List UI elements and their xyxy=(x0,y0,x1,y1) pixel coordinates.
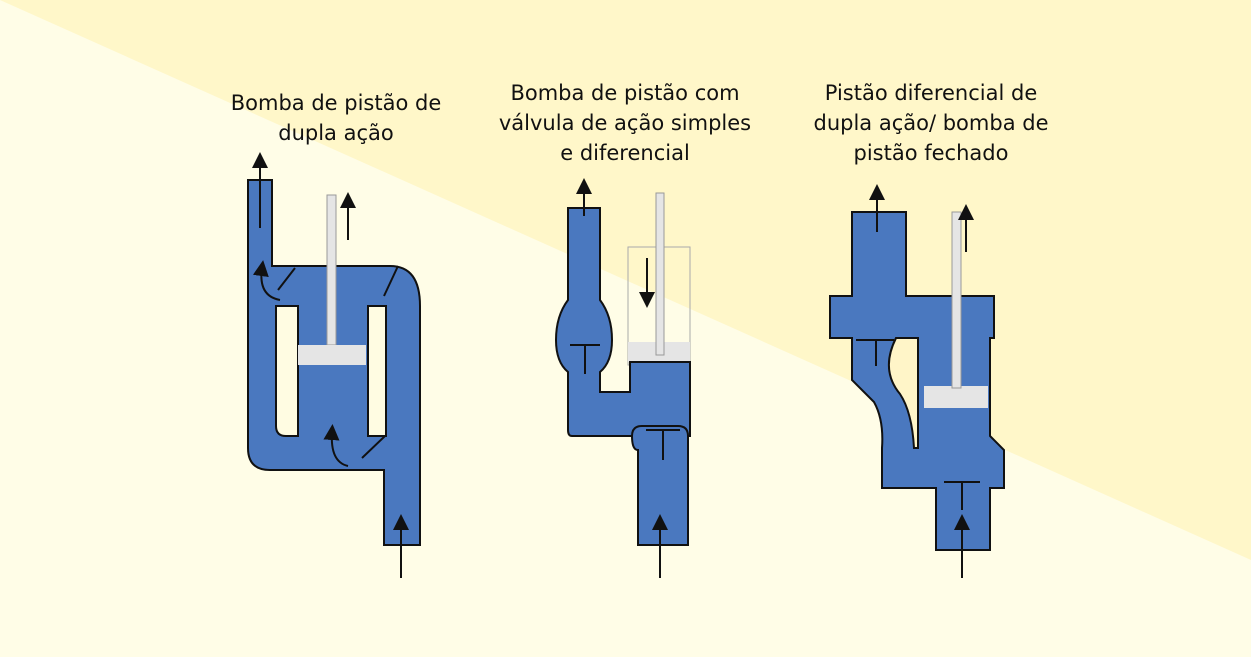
pump-1-flow-arrow-bottom xyxy=(323,424,349,467)
pump-1-valve-top-left xyxy=(277,267,296,291)
pump-1-piston xyxy=(298,345,366,365)
pump-2-body xyxy=(554,207,691,437)
diagram-differential-closed-piston-pump xyxy=(829,184,1005,578)
pump-1-valve-bottom-left xyxy=(361,435,386,459)
pump-3-piston-rod xyxy=(951,211,962,389)
pump-1-valve-top-right xyxy=(383,265,399,297)
pump-1-left-passage-wall xyxy=(275,305,299,437)
diagram-single-action-differential-pump xyxy=(554,178,691,578)
pump-1-flow-arrow-top xyxy=(252,260,281,301)
caption-double-action-piston-pump: Bomba de pistão de dupla ação xyxy=(230,91,442,145)
pump-2-inlet-pipe xyxy=(630,425,689,546)
caption-differential-closed-piston-pump: Pistão diferencial de dupla ação/ bomba … xyxy=(813,81,1049,165)
pump-3-piston xyxy=(924,386,988,408)
pump-3-passage-wall xyxy=(888,337,919,449)
pump-1-piston-rod xyxy=(326,194,337,346)
caption-single-action-differential-pump: Bomba de pistão com válvula de ação simp… xyxy=(498,81,752,165)
pump-2-piston-rod xyxy=(655,192,665,356)
diagram-double-action-piston-pump xyxy=(247,152,421,578)
pump-1-right-passage-wall xyxy=(367,305,387,437)
